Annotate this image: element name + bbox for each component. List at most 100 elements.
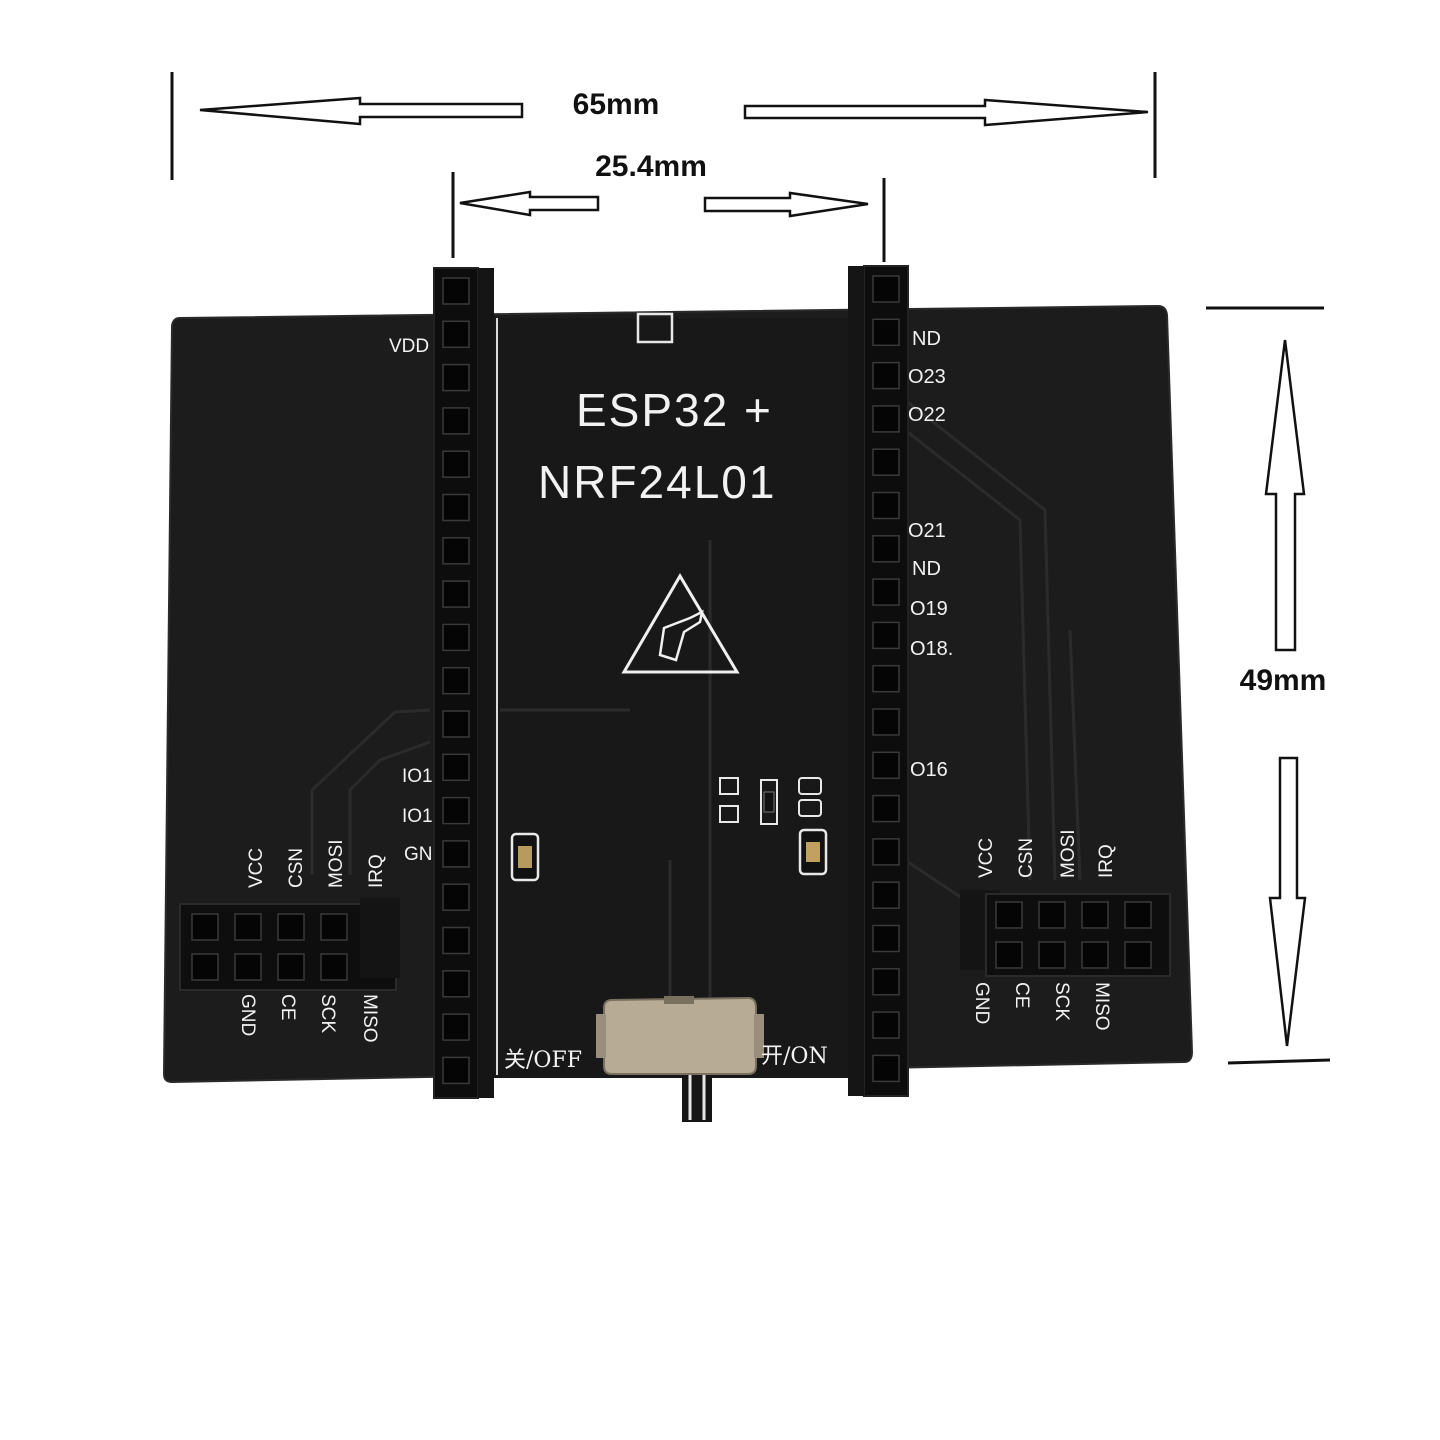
right-nrf-socket [1038,941,1066,969]
right-nrf-label-vcc: VCC [976,838,997,878]
right-nrf24-header [960,890,1171,977]
right-nrf-label-irq: IRQ [1096,844,1117,878]
right-header-socket [872,924,900,953]
left-nrf-label-gnd: GND [237,994,258,1036]
right-header-socket [872,318,900,347]
right-nrf-label-gnd: GND [971,982,992,1024]
left-header-socket [442,753,470,782]
pitch-label: 25.4mm [595,150,707,183]
right-label-io16: O16 [910,759,948,781]
right-header-socket [872,405,900,433]
right-header-socket [872,794,900,823]
right-nrf-bottom-labels: GND CE SCK MISO [971,982,1112,1031]
center-channel [494,318,852,1078]
right-header-labels: ND O23 O22 O21 ND O19 O18. O16 [908,328,953,781]
right-nrf-socket [1124,941,1152,969]
left-header-pins [442,277,470,1085]
right-header-socket [872,1054,900,1083]
right-nrf-label-ce: CE [1011,982,1032,1008]
left-nrf-label-sck: SCK [317,994,338,1033]
left-header-socket [442,277,470,305]
left-header-socket [442,970,470,998]
left-label-io-2: IO1 [402,806,433,827]
left-header-socket [442,407,470,435]
right-header-socket [872,751,900,780]
esp32-left-header [433,267,494,1099]
left-nrf-socket [320,953,348,981]
pitch-dimension [451,172,886,262]
left-header-socket [442,710,470,738]
left-header-socket [442,1013,470,1041]
height-dimension [1206,306,1331,1065]
right-header-socket [872,275,900,303]
right-nrf-label-sck: SCK [1051,982,1072,1021]
right-nrf-label-csn: CSN [1016,838,1037,878]
right-nrf-socket [995,941,1023,969]
height-arrow-up [1264,339,1306,652]
right-header-socket [872,708,900,736]
left-header-socket [442,1056,470,1085]
left-nrf-socket [277,913,305,941]
right-header-socket [872,448,900,476]
pcb-board [162,304,1194,1084]
width-dimension [170,72,1157,180]
width-arrow-right [743,98,1149,127]
left-header-socket [442,493,470,522]
left-nrf-top-labels: VCC CSN MOSI IRQ [246,839,387,888]
left-nrf-label-ce: CE [277,994,298,1020]
left-nrf-label-miso: MISO [359,994,380,1043]
right-nrf-top-labels: VCC CSN MOSI IRQ [976,829,1117,878]
left-nrf-socket [234,953,262,981]
left-nrf-socket [320,913,348,941]
left-nrf-socket [234,913,262,941]
esp32-right-header [848,265,909,1097]
right-nrf-pins [995,901,1152,969]
left-nrf-socket [191,913,219,941]
left-header-socket [442,537,470,565]
left-header-label-vdd: VDD [389,336,429,357]
left-header-socket [442,363,470,392]
right-nrf-label-mosi: MOSI [1058,829,1079,878]
right-nrf-socket [1038,901,1066,929]
right-label-gnd-1: ND [912,328,941,350]
right-header-socket [872,621,900,650]
right-header-socket [872,491,900,520]
height-tick-bottom [1227,1058,1331,1065]
right-nrf-socket [1124,901,1152,929]
right-header-socket [872,664,900,693]
right-header-socket [872,968,900,996]
switch-off-label: 关/OFF [504,1048,582,1073]
width-arrow-left [199,96,524,126]
left-nrf-socket [191,953,219,981]
right-label-io19: O19 [910,598,948,620]
right-label-io22: O22 [908,404,946,426]
left-header-socket [442,840,470,868]
left-nrf-pins [191,913,348,981]
right-header-socket [872,578,900,606]
smd-components [510,777,828,882]
right-nrf-label-miso: MISO [1091,982,1112,1031]
right-header-pins [872,275,900,1083]
right-header-socket [872,361,900,390]
height-label: 49mm [1240,664,1327,697]
right-label-gnd-2: ND [912,558,941,580]
right-header-socket [872,838,900,866]
left-nrf24-header [179,898,400,991]
left-label-gnd: GN [404,844,433,865]
pcb-traces [310,398,1082,1000]
right-label-io18: O18. [910,638,953,660]
width-label: 65mm [573,88,660,121]
esd-warning-icon [621,573,740,674]
left-header-socket [442,666,470,695]
switch-on-label: 开/ON [761,1044,828,1069]
left-header-socket [442,623,470,652]
right-label-io23: O23 [908,366,946,388]
left-nrf-label-irq: IRQ [366,854,387,888]
right-header-socket [872,1011,900,1039]
left-label-io-1: IO1 [402,766,433,787]
board-title-line2: NRF24L01 [538,456,776,508]
left-nrf-socket [277,953,305,981]
left-partial-labels: IO1 IO1 GN [402,766,433,865]
right-nrf-socket [995,901,1023,929]
